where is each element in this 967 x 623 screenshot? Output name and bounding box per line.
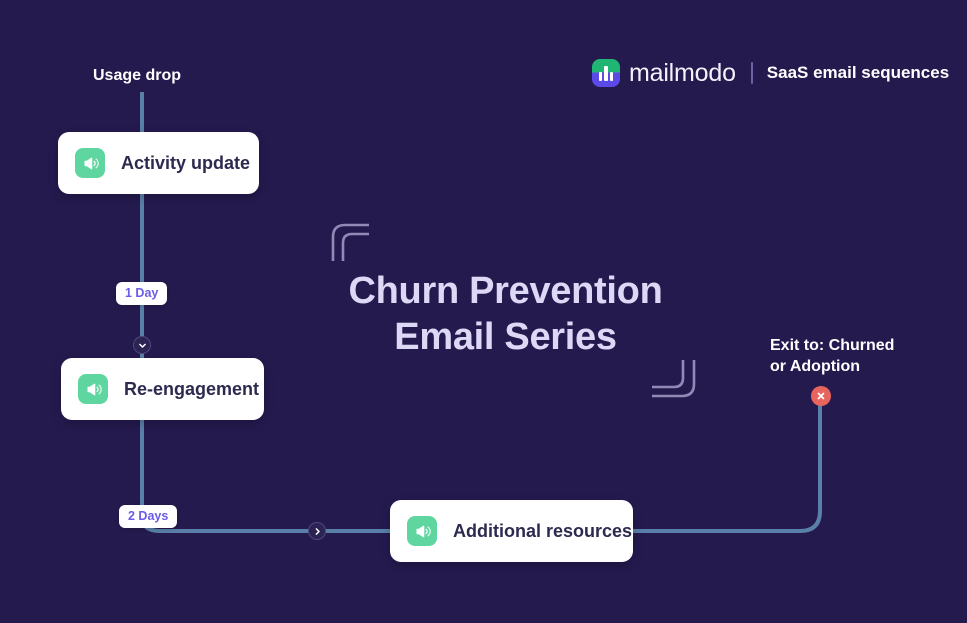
connector-additional-to-exit — [631, 394, 822, 533]
delay-pill-1-day[interactable]: 1 Day — [116, 282, 168, 305]
entry-trigger-label: Usage drop — [93, 67, 182, 84]
chevron-right-icon[interactable] — [308, 522, 326, 540]
delay-pill-2-days[interactable]: 2 Days — [119, 505, 178, 528]
logo-bar-right — [609, 72, 614, 81]
brand-header: mailmodo SaaS email sequences — [592, 58, 949, 88]
chevron-down-icon[interactable] — [133, 336, 151, 354]
node-card-additional-resources[interactable]: Additional resources — [390, 500, 633, 562]
close-x-icon[interactable] — [811, 386, 831, 406]
exit-condition-label: Exit to: Churned or Adoption — [770, 337, 895, 375]
node-label: Additional resources — [453, 520, 633, 541]
node-card-re-engagement[interactable]: Re-engagement — [61, 358, 264, 420]
node-label: Re-engagement — [124, 378, 260, 399]
logo-bar-left — [598, 72, 603, 81]
brand-name: mailmodo — [629, 58, 736, 87]
corner-arc-top-left-decoration — [331, 223, 369, 261]
page-title: Churn Prevention Email Series — [348, 270, 663, 358]
logo-bar-center — [604, 66, 608, 81]
mailmodo-logo-icon — [592, 59, 620, 87]
node-card-activity-update[interactable]: Activity update — [58, 132, 259, 194]
megaphone-icon — [78, 374, 108, 404]
brand-tagline: SaaS email sequences — [766, 63, 950, 82]
corner-arc-bottom-right-decoration — [652, 360, 696, 398]
megaphone-icon — [407, 516, 437, 546]
node-label: Activity update — [121, 152, 251, 173]
brand-divider — [750, 62, 753, 84]
megaphone-icon — [75, 148, 105, 178]
connector-reengagement-to-additional — [140, 418, 392, 533]
